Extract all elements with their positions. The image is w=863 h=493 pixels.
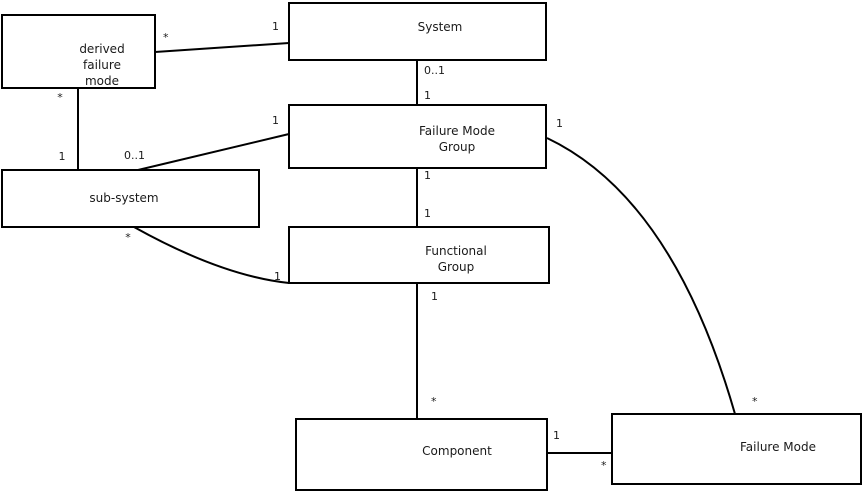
class-box-outline-system [288,2,547,61]
mult-failure-mode-left: * [601,459,607,472]
association-line-sub-system-to-functional-group [133,226,290,284]
multiplicity-labels-layer: * 1 0..1 1 * 1 0..1 1 1 1 * 1 1 * 1 * 1 * [57,20,758,472]
mult-fmg-near-sub-system: 1 [272,114,279,127]
mult-fmg-right: 1 [556,117,563,130]
class-box-outline-failure-mode [611,413,862,485]
class-box-label-sub-system: sub-system [89,191,158,205]
mult-component-top: * [431,395,437,408]
mult-failure-mode-group-top: 1 [424,89,431,102]
class-box-system[interactable]: System [288,2,547,61]
mult-failure-mode-top: * [752,395,758,408]
class-box-outline-derived-failure-mode [1,14,156,89]
class-box-outline-sub-system [1,169,260,228]
class-box-outline-failure-mode-group [288,104,547,169]
mult-system-near-derived: 1 [272,20,279,33]
mult-functional-group-top: 1 [424,207,431,220]
association-line-derived-failure-mode-to-system [154,42,290,53]
mult-sub-system-to-fmg: 0..1 [124,149,145,162]
class-box-component[interactable]: Component [295,418,548,491]
class-box-outline-functional-group [288,226,550,284]
mult-system-bottom: 0..1 [424,64,445,77]
edges-layer [77,42,736,454]
mult-functional-group-left: 1 [274,270,281,283]
mult-fmg-bottom: 1 [424,169,431,182]
mult-derived-to-system-near: * [163,31,169,44]
mult-component-right: 1 [553,429,560,442]
mult-functional-group-bottom: 1 [431,290,438,303]
class-box-outline-component [295,418,548,491]
association-line-failure-mode-group-to-failure-mode [546,137,736,415]
class-box-label-system: System [418,20,463,34]
mult-sub-system-bottom-star: * [125,231,131,244]
mult-derived-bottom: * [57,91,63,104]
class-box-sub-system[interactable]: sub-system [1,169,260,228]
class-box-label-component: Component [422,444,492,458]
mult-sub-system-top: 1 [59,150,66,163]
class-box-failure-mode[interactable]: Failure Mode [611,413,862,485]
class-box-label-failure-mode: Failure Mode [740,440,816,454]
association-line-sub-system-to-failure-mode-group [137,133,290,171]
